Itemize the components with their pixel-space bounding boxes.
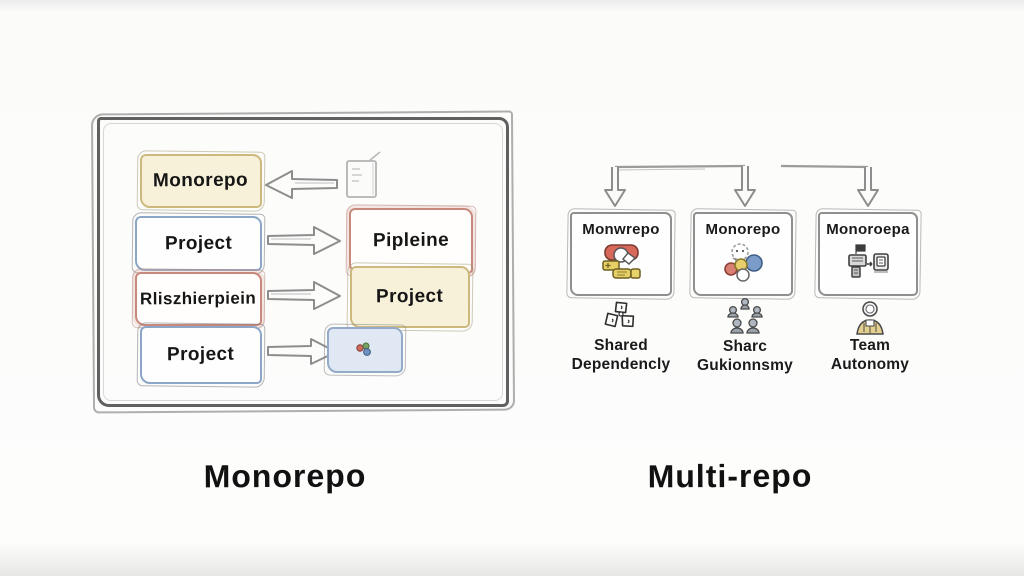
caption-line: Dependencly [571,356,671,373]
person-icon [851,300,889,336]
arrow-right-icon [264,277,344,315]
project-box-2-label: Project [167,343,235,366]
arrow-right-icon [264,222,344,260]
gray-machines-icon [844,242,892,282]
pipeline-box-label: Pipleine [372,229,450,252]
monorepo-panel-frame: Monorepo Project Pipleine Rliszhierpiein [97,117,509,407]
tiny-people-icon [352,340,378,360]
puzzle-pieces-icon [601,300,641,336]
caption-group-share: Sharc Gukionnsmy [675,297,815,375]
multirepo-card-1: Monwrepo [570,212,672,296]
project-right-box-label: Project [376,285,444,308]
project-box-1-label: Project [164,232,233,254]
note-icon [343,151,383,203]
arrow-left-icon [262,166,340,204]
multirepo-caption: Multi-repo [647,457,813,495]
caption-group-team-autonomy: Team Autonomy [800,300,940,374]
rlis-box: Rliszhierpiein [135,272,262,326]
pipeline-box: Pipleine [349,208,473,274]
multirepo-card-1-title: Monwrepo [582,221,660,238]
monorepo-caption: Monorepo [203,457,367,495]
colored-circles-icon [720,242,766,282]
arrow-right-icon [264,334,340,370]
caption-line: Shared [594,337,648,354]
rlis-box-label: Rliszhierpiein [140,288,257,309]
project-box-2: Project [140,326,262,384]
mini-artifact-box [327,327,403,373]
caption-line: Sharc [722,338,768,355]
caption-line: Gukionnsmy [697,357,793,374]
project-right-box: Project [350,266,470,328]
caption-line: Autonomy [830,356,910,373]
multirepo-card-3: Monoroepa [818,212,918,296]
multirepo-card-2: Monorepo [693,212,793,296]
monorepo-box: Monorepo [140,154,262,208]
multirepo-card-2-title: Monorepo [705,221,781,238]
branch-arrows-icon [585,158,895,216]
team-circle-icon [723,297,767,337]
caption-group-shared-dependency: Shared Dependencly [551,300,691,374]
monorepo-box-label: Monorepo [153,169,249,192]
red-yellow-modules-icon [597,242,645,282]
caption-line: Team [849,337,891,354]
project-box-1: Project [135,216,262,271]
multirepo-card-3-title: Monoroepa [826,221,910,238]
